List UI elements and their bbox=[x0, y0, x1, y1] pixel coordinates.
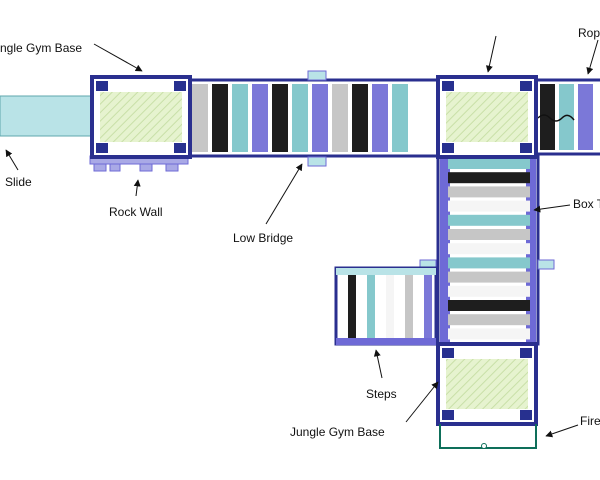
box-plank bbox=[448, 300, 530, 311]
arrow-rock-wall bbox=[133, 179, 141, 197]
rope-bridge-plank bbox=[578, 84, 593, 150]
box-plank bbox=[448, 229, 530, 240]
box-plank bbox=[448, 243, 530, 255]
box-plank bbox=[448, 271, 530, 283]
label-slide: Slide bbox=[5, 175, 32, 189]
arrow-fire bbox=[545, 424, 579, 438]
steps bbox=[334, 266, 438, 346]
bridge-plank bbox=[352, 84, 368, 152]
box-plank bbox=[448, 214, 530, 226]
rope-line bbox=[537, 114, 575, 122]
step-plank bbox=[367, 275, 375, 338]
label-base-top-left: ngle Gym Base bbox=[0, 41, 83, 55]
arrow-slide bbox=[5, 149, 19, 171]
arrow-steps bbox=[373, 349, 383, 379]
bridge-plank bbox=[232, 84, 248, 152]
box-plank bbox=[448, 257, 530, 269]
label-steps: Steps bbox=[366, 387, 397, 401]
box-plank bbox=[448, 158, 530, 169]
low-bridge bbox=[186, 70, 444, 167]
bridge-plank bbox=[332, 84, 348, 152]
box-plank bbox=[448, 328, 530, 340]
label-arrows bbox=[5, 35, 599, 438]
arrow-rope bbox=[586, 39, 599, 75]
rope-bridge-plank bbox=[559, 84, 574, 150]
jungle-gym-base-top-left bbox=[90, 75, 192, 159]
arrow-low-bridge bbox=[265, 163, 303, 225]
jungle-gym-base-top-middle bbox=[436, 75, 538, 159]
bridge-plank bbox=[192, 84, 208, 152]
slide bbox=[0, 95, 95, 137]
step-plank bbox=[424, 275, 432, 338]
rope-bridge-plank bbox=[540, 84, 555, 150]
rope-bridge bbox=[534, 78, 600, 156]
fire-pole bbox=[439, 424, 537, 449]
bridge-plank bbox=[252, 84, 268, 152]
step-plank bbox=[405, 275, 413, 338]
box-plank bbox=[448, 172, 530, 184]
box-plank bbox=[448, 314, 530, 326]
bridge-plank bbox=[372, 84, 388, 152]
label-low-bridge: Low Bridge bbox=[233, 231, 294, 245]
label-rock-wall: Rock Wall bbox=[109, 205, 163, 219]
arrow-base-top-left bbox=[93, 43, 143, 72]
label-rope: Rop bbox=[578, 26, 600, 40]
step-plank bbox=[348, 275, 356, 338]
bridge-plank bbox=[292, 84, 308, 152]
arrow-box bbox=[533, 204, 571, 213]
bridge-plank bbox=[272, 84, 288, 152]
box-plank bbox=[448, 186, 530, 198]
step-plank bbox=[386, 275, 394, 338]
label-base-bottom: Jungle Gym Base bbox=[290, 425, 385, 439]
bridge-plank bbox=[312, 84, 328, 152]
label-fire: Fire bbox=[580, 414, 600, 428]
arrow-base-bottom bbox=[405, 381, 439, 423]
box-tower bbox=[419, 152, 555, 346]
box-plank bbox=[448, 200, 530, 212]
bridge-plank bbox=[392, 84, 408, 152]
jungle-gym-base-bottom bbox=[436, 342, 538, 426]
label-box: Box T bbox=[573, 197, 600, 211]
bridge-plank bbox=[212, 84, 228, 152]
box-plank bbox=[448, 285, 530, 297]
arrow-base-top-middle bbox=[485, 35, 497, 73]
